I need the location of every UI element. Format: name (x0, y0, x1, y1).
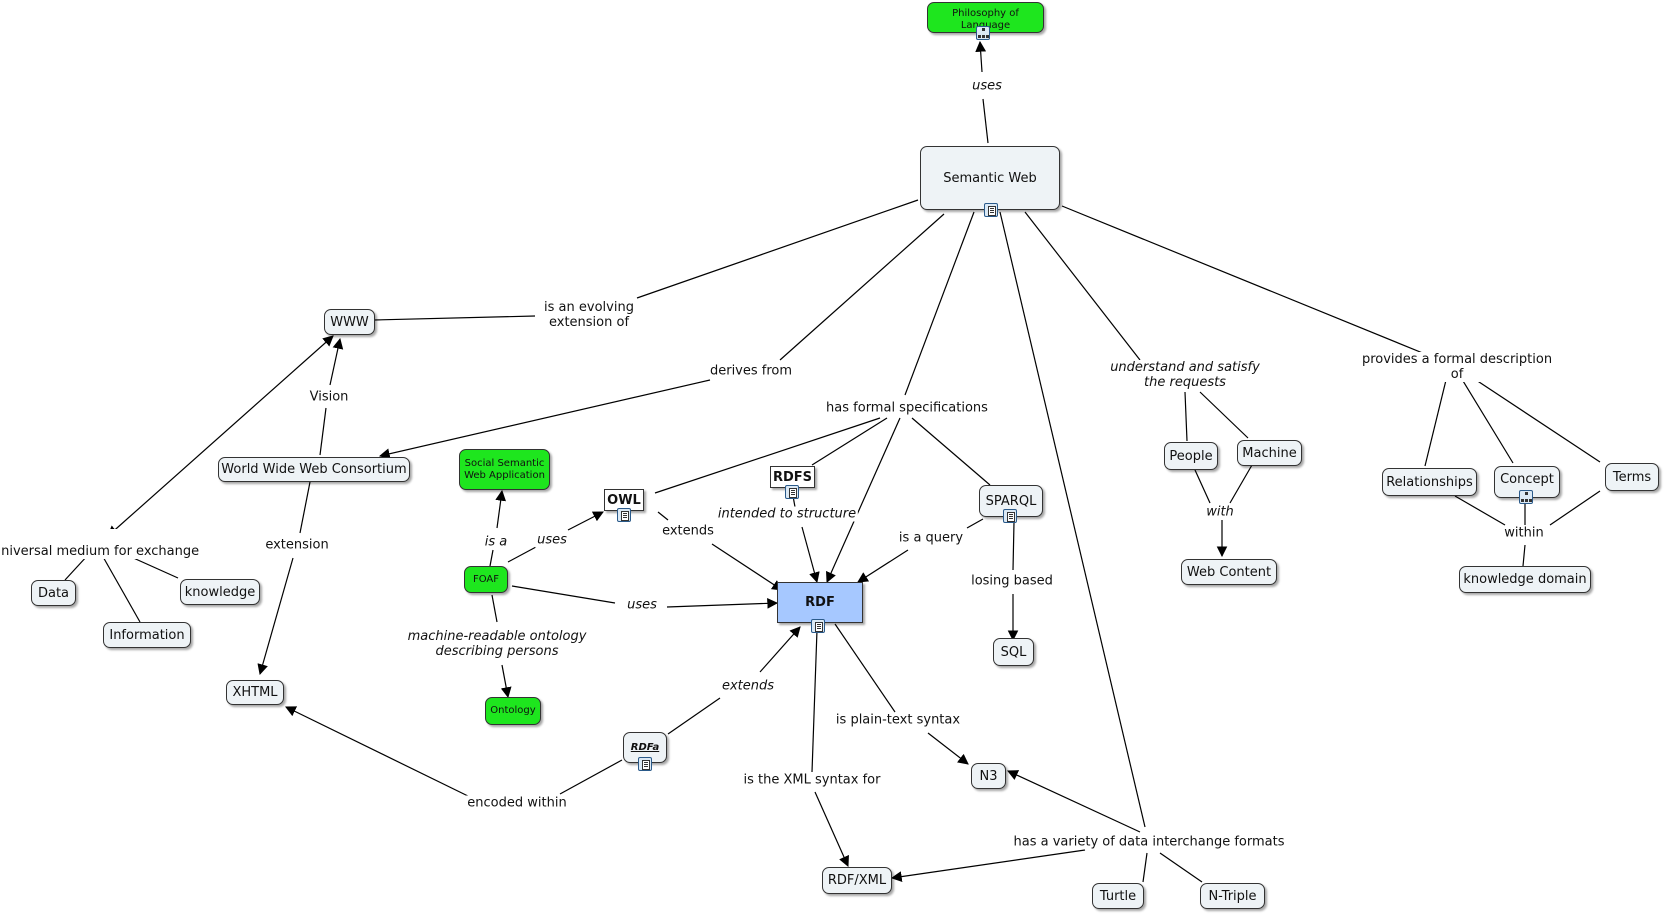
node-rdf-xml[interactable]: RDF/XML (822, 867, 892, 894)
link-label-vision: Vision (307, 389, 351, 405)
node-w3c[interactable]: World Wide Web Consortium (218, 457, 410, 482)
node-label: knowledge domain (1463, 572, 1587, 587)
node-knowledge-domain[interactable]: knowledge domain (1459, 566, 1591, 593)
node-label: N-Triple (1208, 888, 1257, 904)
link-label-losing-based: losing based (969, 573, 1055, 589)
node-machine[interactable]: Machine (1237, 440, 1302, 466)
link-label-intended-to-structure: intended to structure (715, 506, 859, 522)
node-label: RDFS (772, 469, 813, 485)
node-label: N3 (979, 768, 998, 784)
node-rdfs[interactable]: RDFS (770, 466, 815, 488)
concept-map-icon[interactable] (976, 26, 990, 40)
node-label: SQL (1000, 644, 1027, 660)
link-label-xml-syntax: is the XML syntax for (741, 772, 883, 788)
node-label: Machine (1242, 445, 1297, 461)
node-label: WWW (330, 314, 369, 330)
link-label-uses-owl: uses (535, 532, 569, 548)
link-label-encoded-within: encoded within (465, 795, 569, 811)
document-icon[interactable] (785, 485, 799, 499)
node-label: RDF (805, 595, 835, 610)
link-label-is-a: is a (482, 534, 510, 550)
node-information[interactable]: Information (103, 622, 191, 648)
link-label-uses-rdf: uses (625, 597, 659, 613)
node-semantic-web[interactable]: Semantic Web (920, 146, 1060, 210)
node-label: Philosophy of Language (952, 8, 1019, 31)
node-web-content[interactable]: Web Content (1181, 559, 1277, 585)
node-label: Ontology (490, 705, 536, 716)
node-label: RDF/XML (827, 873, 887, 888)
node-label: RDFa (630, 742, 660, 753)
node-people[interactable]: People (1164, 442, 1218, 470)
node-www[interactable]: WWW (324, 309, 375, 335)
node-label: Social Semantic Web Application (464, 457, 545, 481)
node-label: OWL (607, 492, 641, 508)
link-label-formal-description: provides a formal description of (1353, 352, 1561, 382)
node-relationships[interactable]: Relationships (1382, 468, 1477, 496)
node-owl[interactable]: OWL (604, 489, 644, 511)
node-turtle[interactable]: Turtle (1092, 883, 1144, 909)
link-label-with: with (1204, 504, 1236, 520)
link-label-uses: uses (970, 78, 1004, 94)
link-label-machine-readable-ontology: machine-readable ontology describing per… (405, 629, 589, 659)
node-label: Terms (1612, 469, 1652, 485)
node-foaf[interactable]: FOAF (464, 566, 508, 593)
document-icon[interactable] (638, 757, 652, 771)
node-universal-medium[interactable]: universal medium for exchange (0, 529, 202, 559)
node-knowledge[interactable]: knowledge (180, 579, 260, 605)
node-label: Information (109, 627, 185, 643)
link-label-formal-specifications: has formal specifications (824, 400, 990, 416)
link-label-within: within (1502, 525, 1546, 541)
link-label-plain-text-syntax: is plain-text syntax (833, 712, 963, 728)
node-n3[interactable]: N3 (971, 763, 1006, 789)
node-xhtml[interactable]: XHTML (226, 680, 284, 705)
node-ontology[interactable]: Ontology (485, 697, 541, 725)
document-icon[interactable] (811, 619, 825, 633)
node-label: Relationships (1386, 474, 1473, 490)
node-label: knowledge (184, 584, 256, 600)
link-label-extends-rdfa: extends (719, 678, 777, 694)
document-icon[interactable] (984, 203, 998, 217)
node-data[interactable]: Data (31, 580, 76, 606)
node-label: Web Content (1186, 564, 1272, 580)
node-label: XHTML (232, 685, 278, 700)
node-label: Data (37, 585, 70, 601)
document-icon[interactable] (617, 508, 631, 522)
node-n-triple[interactable]: N-Triple (1200, 883, 1265, 909)
node-label: People (1169, 448, 1213, 464)
link-label-is-a-query: is a query (896, 530, 966, 546)
node-social-semantic-web-app[interactable]: Social Semantic Web Application (459, 449, 550, 490)
link-label-derives-from: derives from (707, 363, 795, 379)
node-rdf[interactable]: RDF (777, 582, 863, 623)
link-label-understand-satisfy: understand and satisfy the requests (1108, 360, 1262, 390)
link-label-extends-owl: extends (660, 523, 716, 539)
node-label: World Wide Web Consortium (221, 462, 407, 477)
node-sql[interactable]: SQL (993, 638, 1034, 666)
node-terms[interactable]: Terms (1605, 463, 1659, 491)
node-label: Turtle (1099, 888, 1137, 904)
link-label-evolving-extension: is an evolving extension of (542, 300, 636, 330)
link-label-data-interchange: has a variety of data interchange format… (1011, 834, 1287, 850)
node-label: Concept (1500, 472, 1554, 487)
node-label: SPARQL (985, 493, 1037, 509)
node-label: Semantic Web (943, 170, 1037, 186)
concept-map-icon[interactable] (1519, 490, 1533, 504)
node-label: FOAF (472, 573, 500, 585)
document-icon[interactable] (1003, 509, 1017, 523)
link-label-extension: extension (263, 537, 331, 553)
